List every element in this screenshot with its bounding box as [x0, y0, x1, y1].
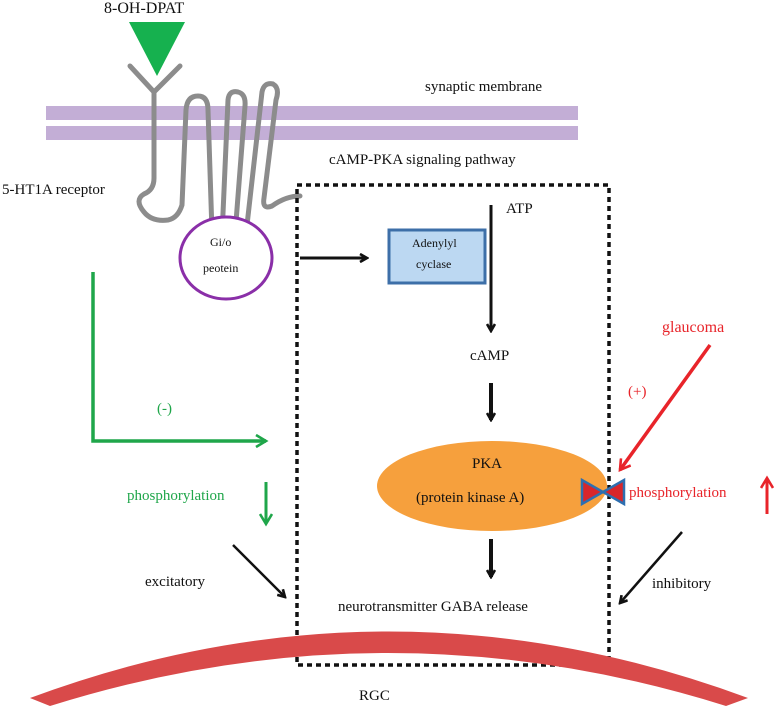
pathway-box — [295, 183, 611, 667]
synaptic-membrane — [46, 106, 578, 140]
atp-label: ATP — [506, 201, 533, 217]
phosphorylation-left-label: phosphorylation — [127, 488, 225, 504]
inhibitory-arrow — [620, 531, 683, 603]
release-label: neurotransmitter GABA release — [338, 599, 528, 615]
gi-o-protein — [178, 215, 274, 301]
pka-label-line2: (protein kinase A) — [416, 490, 525, 506]
ligand-triangle — [129, 22, 185, 76]
glaucoma-arrow — [620, 343, 712, 470]
bowtie-symbol — [580, 477, 626, 507]
ligand-label: 8-OH-DPAT — [104, 0, 185, 17]
pka-label-line1: PKA — [472, 456, 503, 472]
rgc-arc — [30, 631, 748, 706]
pathway-title: cAMP-PKA signaling pathway — [329, 152, 516, 168]
phosphorylation-right-label: phosphorylation — [629, 485, 727, 501]
rgc-label: RGC — [359, 688, 390, 704]
camp-label: cAMP — [470, 348, 510, 364]
adenylyl-label-line1: Adenylyl — [412, 236, 457, 250]
excitatory-label: excitatory — [145, 574, 205, 590]
membrane-label: synaptic membrane — [425, 79, 543, 95]
glaucoma-label: glaucoma — [662, 319, 725, 336]
excitatory-arrow — [232, 544, 285, 597]
inhibitory-label: inhibitory — [652, 576, 712, 592]
adenylyl-label-line2: cyclase — [416, 257, 452, 271]
pka-ellipse — [377, 441, 607, 531]
plus-label: (+) — [628, 384, 647, 400]
minus-label: (-) — [157, 401, 172, 417]
gprotein-label-line1: Gi/o — [210, 235, 232, 249]
green-inhibition-arrow — [91, 272, 266, 441]
receptor-label: 5-HT1A receptor — [2, 182, 105, 198]
adenylyl-cyclase-box — [387, 228, 487, 285]
receptor-head — [127, 63, 183, 121]
gprotein-label-line2: peotein — [203, 261, 239, 275]
